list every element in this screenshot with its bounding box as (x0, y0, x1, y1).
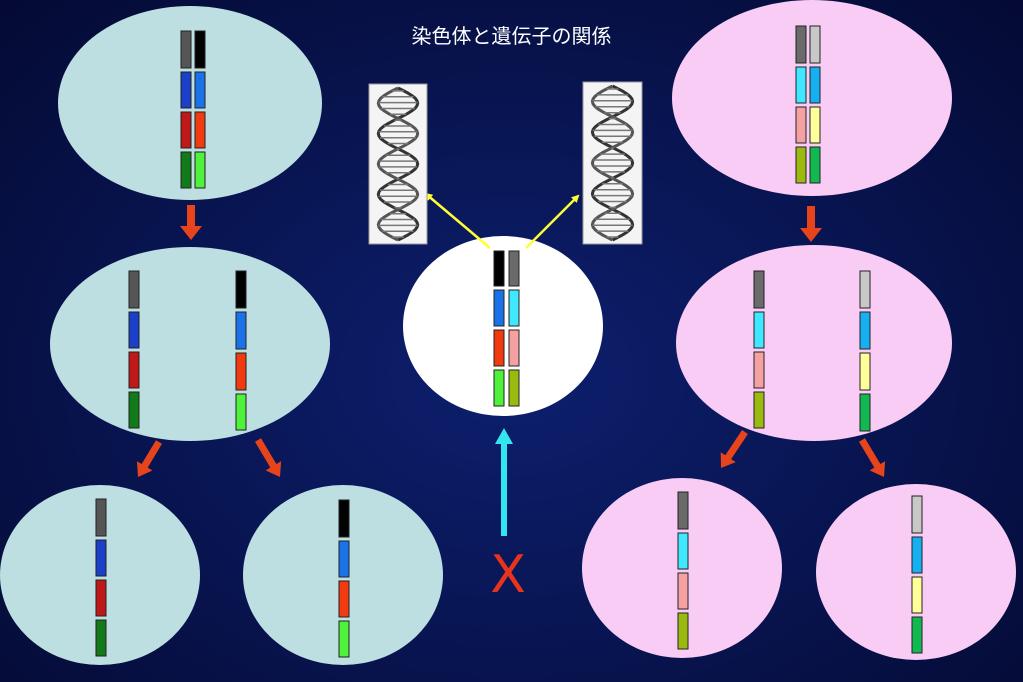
gene-segment (677, 572, 689, 610)
parent-a-homolog-2 (194, 30, 206, 189)
meiosis-arrow-b (800, 206, 822, 242)
dna-strand (376, 86, 420, 242)
parent-b-replicated-chromosome-2 (859, 270, 871, 432)
gene-segment (753, 391, 765, 429)
gene-segment (753, 311, 765, 349)
gene-segment (493, 250, 505, 287)
parent-b-homolog-1 (795, 25, 807, 184)
gene-segment (128, 351, 140, 389)
gene-segment (508, 289, 520, 327)
gene-segment (128, 311, 140, 349)
gene-segment (194, 30, 206, 69)
gene-segment (338, 540, 350, 578)
dna-strand (376, 86, 420, 242)
gene-segment (911, 616, 923, 654)
gene-segment (180, 111, 192, 149)
diagram-title: 染色体と遺伝子の関係 (411, 24, 612, 48)
gene-segment (235, 311, 247, 350)
gene-segment (911, 536, 923, 574)
gene-segment (809, 25, 821, 64)
gene-segment (795, 106, 807, 144)
gene-segment (95, 539, 107, 577)
gene-segment (194, 151, 206, 189)
gene-segment (911, 495, 923, 534)
parent-a-homolog-1 (180, 30, 192, 189)
division-arrow-b-right (858, 438, 886, 477)
gene-segment (809, 146, 821, 184)
gene-segment (338, 499, 350, 538)
gene-segment (235, 393, 247, 431)
parent-a-gamete-1-chromosome (95, 498, 107, 657)
parent-a-replicated-chromosome-1 (128, 270, 140, 429)
meiosis-arrow-a (180, 205, 202, 240)
gene-segment (180, 71, 192, 109)
gene-segment (508, 329, 520, 367)
gene-segment (753, 351, 765, 389)
gene-segment (859, 352, 871, 391)
gene-segment (493, 329, 505, 367)
dna-double-helix-icon (368, 83, 428, 245)
gene-segment (194, 111, 206, 149)
gene-segment (809, 66, 821, 104)
parent-b-gamete-2-chromosome (911, 495, 923, 654)
dna-strand (590, 84, 635, 242)
parent-b-replicated-chromosome-1 (753, 270, 765, 429)
division-arrow-a-right (254, 438, 282, 477)
gene-segment (128, 391, 140, 429)
zygote-maternal-chromosome (493, 250, 505, 407)
parent-b-gamete-1-chromosome (677, 491, 689, 650)
gene-segment (180, 30, 192, 69)
gene-segment (95, 498, 107, 537)
zygote-paternal-chromosome (508, 250, 520, 407)
fertilization-arrow (495, 428, 513, 536)
parent-b-homolog-2 (809, 25, 821, 184)
gene-segment (493, 369, 505, 407)
division-arrow-b-left (720, 430, 748, 468)
gene-segment (795, 66, 807, 104)
gene-segment (235, 270, 247, 309)
gene-segment (493, 289, 505, 327)
gene-segment (859, 393, 871, 432)
division-arrow-a-left (136, 440, 163, 477)
gene-segment (677, 532, 689, 570)
gene-to-dna-arrow-right (525, 194, 580, 249)
gene-segment (677, 612, 689, 650)
gene-segment (795, 25, 807, 64)
gene-segment (911, 576, 923, 614)
dna-double-helix-icon (582, 81, 643, 245)
gene-segment (338, 620, 350, 658)
gene-segment (795, 146, 807, 184)
gene-segment (338, 580, 350, 618)
gene-segment (753, 270, 765, 309)
parent-b-replicated-cell (676, 245, 952, 441)
gene-segment (677, 491, 689, 530)
fertilization-cross-symbol: X (490, 545, 526, 605)
gene-segment (508, 250, 520, 287)
gene-segment (128, 270, 140, 309)
parent-a-gamete-2-chromosome (338, 499, 350, 658)
gene-to-dna-arrow-left (424, 192, 491, 249)
parent-a-replicated-cell (50, 247, 330, 441)
gene-segment (194, 71, 206, 109)
dna-strand (590, 84, 635, 242)
gene-segment (859, 270, 871, 309)
gene-segment (95, 579, 107, 617)
gene-segment (180, 151, 192, 189)
gene-segment (95, 619, 107, 657)
parent-a-replicated-chromosome-2 (235, 270, 247, 431)
gene-segment (809, 106, 821, 144)
gene-segment (508, 369, 520, 407)
gene-segment (859, 311, 871, 350)
gene-segment (235, 352, 247, 391)
